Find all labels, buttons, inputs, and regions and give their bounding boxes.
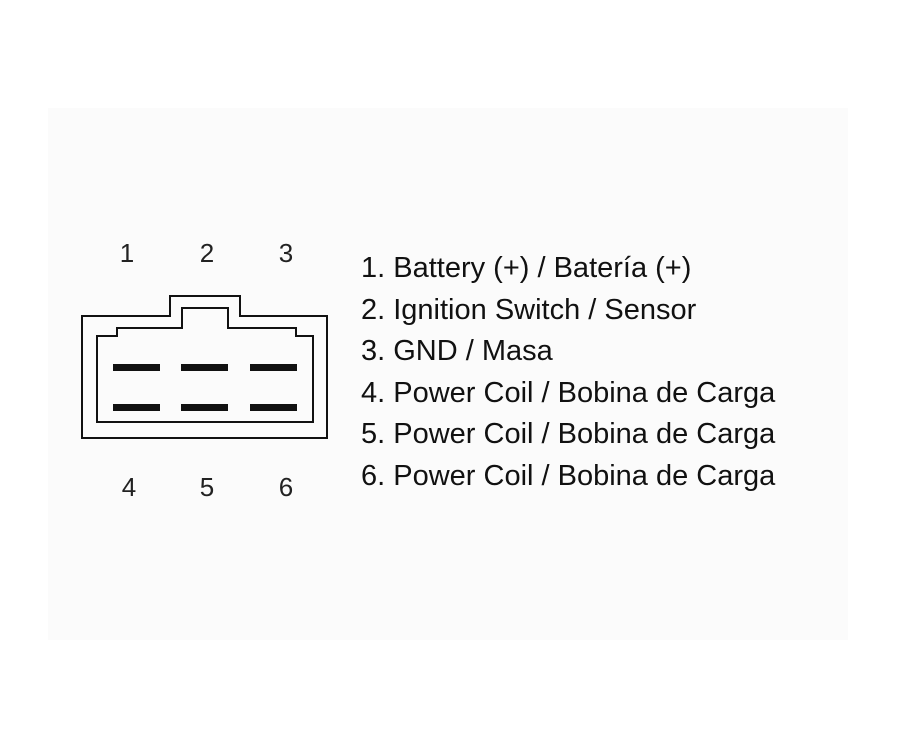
legend-item-4: 4. Power Coil / Bobina de Carga: [361, 376, 776, 409]
pin-number-3: 3: [278, 238, 294, 268]
diagram-panel: [48, 108, 848, 640]
terminal-1: [113, 364, 160, 371]
legend-item-6: 6. Power Coil / Bobina de Carga: [361, 459, 776, 492]
pin-number-5: 5: [199, 472, 215, 502]
terminal-4: [113, 404, 160, 411]
legend-item-1: 1. Battery (+) / Batería (+): [361, 252, 692, 284]
pin-legend: 1. Battery (+) / Batería (+) 2. Ignition…: [361, 248, 775, 497]
legend-item-5: 5. Power Coil / Bobina de Carga: [361, 418, 776, 450]
terminal-3: [250, 364, 297, 371]
terminal-2: [181, 364, 228, 371]
pin-number-2: 2: [199, 238, 215, 268]
legend-item-2: 2. Ignition Switch / Sensor: [361, 293, 697, 326]
terminal-6: [250, 404, 297, 411]
connector-inner-cavity: [96, 307, 314, 423]
pin-number-1: 1: [119, 238, 135, 268]
terminal-5: [181, 404, 228, 411]
pin-number-4: 4: [121, 472, 137, 502]
legend-item-3: 3. GND / Masa: [361, 335, 553, 367]
connector-outer-housing: [81, 295, 328, 439]
pin-number-6: 6: [278, 472, 294, 502]
